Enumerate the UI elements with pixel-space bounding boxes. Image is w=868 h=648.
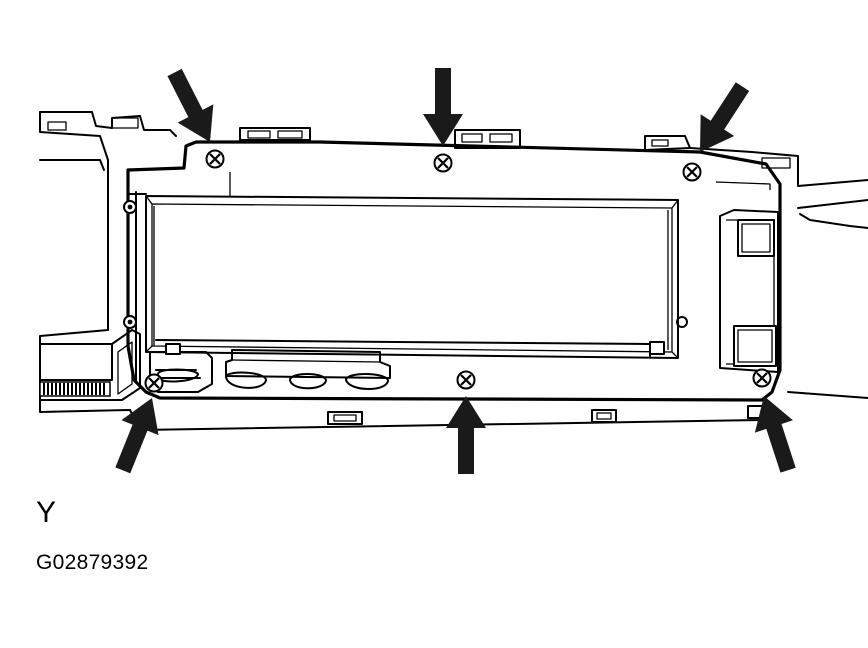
- screw-head-icon-upper-right: [682, 162, 702, 182]
- bottom-connectors: [149, 343, 391, 393]
- arrow-icon-upper-center: [423, 68, 463, 146]
- arrow-icon-upper-left: [156, 63, 228, 152]
- left-bracket: [39, 329, 141, 401]
- right-module: [719, 209, 779, 373]
- screw-head-icon-upper-left: [205, 149, 225, 169]
- arrow-icon-lower-left: [104, 390, 171, 478]
- arrow-icon-lower-right: [744, 389, 808, 477]
- display-window: [145, 195, 679, 359]
- arrow-icon-lower-center: [446, 396, 486, 474]
- view-label: Y: [36, 496, 57, 529]
- screw-head-icon-lower-left: [144, 373, 164, 393]
- figure-code: G02879392: [36, 551, 149, 574]
- cluster-frame: [123, 140, 782, 402]
- screw-head-icon-lower-center: [456, 370, 476, 390]
- screw-head-icon-upper-center: [433, 153, 453, 173]
- screw-head-icon-lower-right: [752, 368, 772, 388]
